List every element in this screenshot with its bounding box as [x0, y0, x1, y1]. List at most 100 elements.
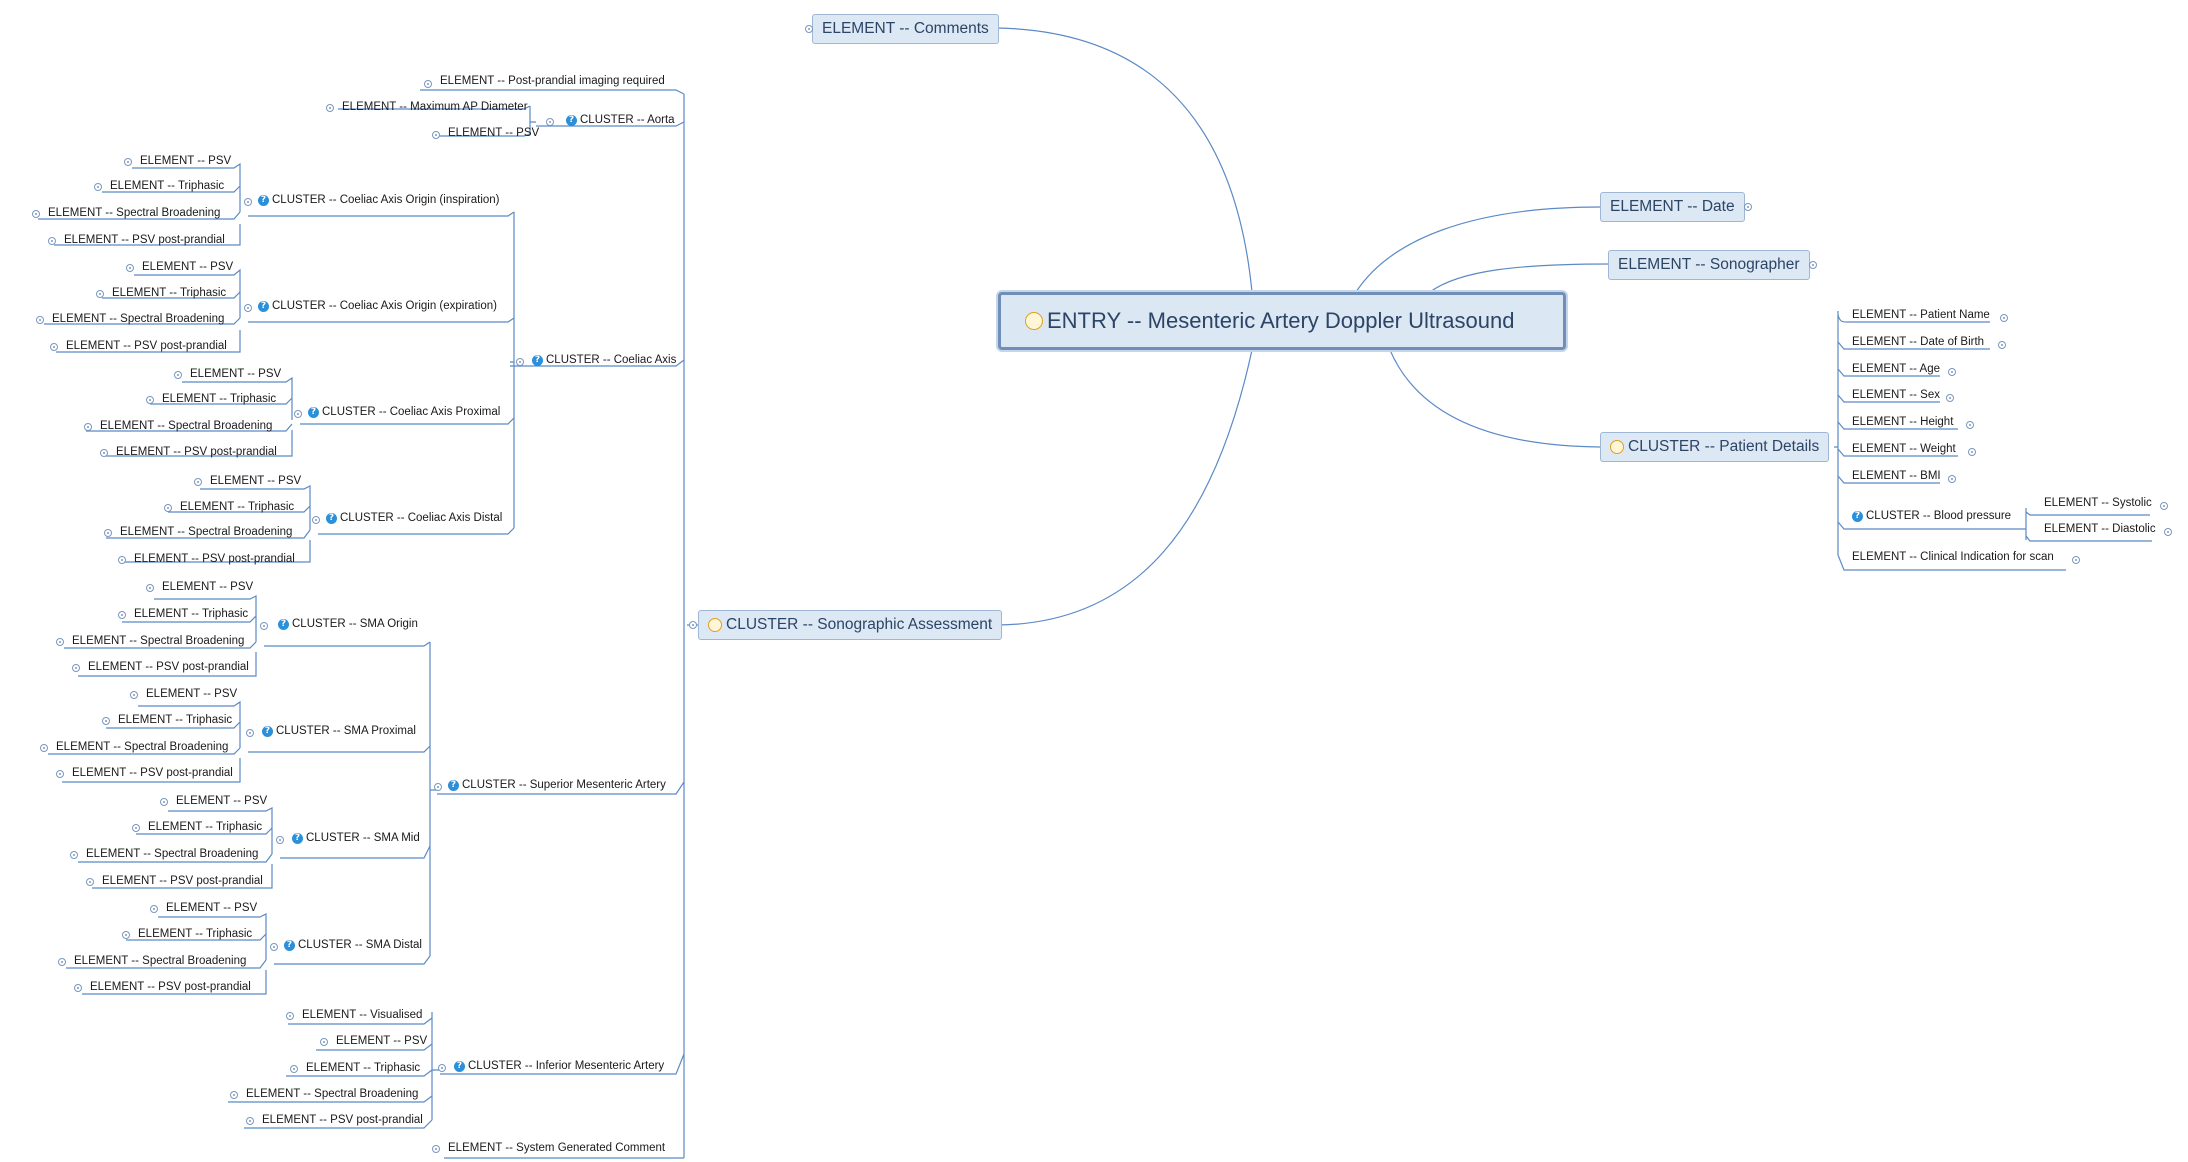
- element-psv-post-prandial[interactable]: ELEMENT -- PSV post-prandial: [64, 234, 225, 246]
- expand-toggle-icon[interactable]: [74, 984, 82, 992]
- expand-toggle-icon[interactable]: [546, 118, 554, 126]
- element-spectral-broadening[interactable]: ELEMENT -- Spectral Broadening: [72, 635, 245, 647]
- element-diastolic[interactable]: ELEMENT -- Diastolic: [2044, 523, 2156, 535]
- expand-toggle-icon[interactable]: [118, 611, 126, 619]
- element-bmi[interactable]: ELEMENT -- BMI: [1852, 470, 1941, 482]
- expand-toggle-icon[interactable]: [40, 744, 48, 752]
- expand-toggle-icon[interactable]: [1809, 261, 1817, 269]
- expand-toggle-icon[interactable]: [320, 1038, 328, 1046]
- expand-toggle-icon[interactable]: [70, 851, 78, 859]
- element-psv-post-prandial[interactable]: ELEMENT -- PSV post-prandial: [134, 553, 295, 565]
- expand-toggle-icon[interactable]: [260, 622, 268, 630]
- cluster-patient-details-node[interactable]: CLUSTER -- Patient Details: [1600, 432, 1830, 462]
- expand-toggle-icon[interactable]: [244, 198, 252, 206]
- expand-toggle-icon[interactable]: [146, 396, 154, 404]
- element-height[interactable]: ELEMENT -- Height: [1852, 416, 1954, 428]
- expand-toggle-icon[interactable]: [1998, 341, 2006, 349]
- element-psv[interactable]: ELEMENT -- PSV: [140, 155, 232, 167]
- element-triphasic[interactable]: ELEMENT -- Triphasic: [148, 821, 263, 833]
- element-visualised[interactable]: ELEMENT -- Visualised: [302, 1009, 423, 1021]
- expand-toggle-icon[interactable]: [56, 638, 64, 646]
- expand-toggle-icon[interactable]: [122, 931, 130, 939]
- expand-toggle-icon[interactable]: [1948, 475, 1956, 483]
- expand-toggle-icon[interactable]: [805, 25, 813, 33]
- element-psv-post-prandial[interactable]: ELEMENT -- PSV post-prandial: [116, 446, 277, 458]
- element-maximum-ap-diameter[interactable]: ELEMENT -- Maximum AP Diameter: [342, 101, 528, 113]
- element-psv-post-prandial[interactable]: ELEMENT -- PSV post-prandial: [90, 981, 251, 993]
- expand-toggle-icon[interactable]: [434, 783, 442, 791]
- element-spectral-broadening[interactable]: ELEMENT -- Spectral Broadening: [120, 526, 293, 538]
- cluster-inferior-mesenteric-artery[interactable]: ? CLUSTER -- Inferior Mesenteric Artery: [454, 1060, 664, 1073]
- element-spectral-broadening[interactable]: ELEMENT -- Spectral Broadening: [86, 848, 259, 860]
- cluster-coeliac-distal[interactable]: ? CLUSTER -- Coeliac Axis Distal: [326, 512, 502, 525]
- expand-toggle-icon[interactable]: [246, 729, 254, 737]
- expand-toggle-icon[interactable]: [290, 1065, 298, 1073]
- element-psv[interactable]: ELEMENT -- PSV: [210, 475, 302, 487]
- cluster-blood-pressure[interactable]: ? CLUSTER -- Blood pressure: [1852, 510, 2011, 523]
- expand-toggle-icon[interactable]: [1966, 421, 1974, 429]
- expand-toggle-icon[interactable]: [50, 343, 58, 351]
- element-psv-post-prandial[interactable]: ELEMENT -- PSV post-prandial: [102, 875, 263, 887]
- element-triphasic[interactable]: ELEMENT -- Triphasic: [138, 928, 253, 940]
- expand-toggle-icon[interactable]: [36, 316, 44, 324]
- expand-toggle-icon[interactable]: [102, 717, 110, 725]
- expand-toggle-icon[interactable]: [160, 798, 168, 806]
- cluster-sma-distal[interactable]: ? CLUSTER -- SMA Distal: [284, 939, 422, 952]
- expand-toggle-icon[interactable]: [124, 158, 132, 166]
- expand-toggle-icon[interactable]: [230, 1091, 238, 1099]
- expand-toggle-icon[interactable]: [270, 943, 278, 951]
- element-spectral-broadening[interactable]: ELEMENT -- Spectral Broadening: [74, 955, 247, 967]
- expand-toggle-icon[interactable]: [96, 290, 104, 298]
- element-sonographer-node[interactable]: ELEMENT -- Sonographer: [1608, 250, 1810, 280]
- element-comments-node[interactable]: ELEMENT -- Comments: [812, 14, 999, 44]
- element-triphasic[interactable]: ELEMENT -- Triphasic: [306, 1062, 421, 1074]
- expand-toggle-icon[interactable]: [2164, 528, 2172, 536]
- element-triphasic[interactable]: ELEMENT -- Triphasic: [118, 714, 233, 726]
- expand-toggle-icon[interactable]: [432, 1145, 440, 1153]
- cluster-sma-proximal[interactable]: ? CLUSTER -- SMA Proximal: [262, 725, 416, 738]
- expand-toggle-icon[interactable]: [32, 210, 40, 218]
- expand-toggle-icon[interactable]: [432, 131, 440, 139]
- cluster-coeliac-axis[interactable]: ? CLUSTER -- Coeliac Axis: [532, 354, 676, 367]
- expand-toggle-icon[interactable]: [100, 449, 108, 457]
- expand-toggle-icon[interactable]: [294, 410, 302, 418]
- element-age[interactable]: ELEMENT -- Age: [1852, 363, 1940, 375]
- element-psv[interactable]: ELEMENT -- PSV: [176, 795, 268, 807]
- expand-toggle-icon[interactable]: [516, 358, 524, 366]
- expand-toggle-icon[interactable]: [244, 304, 252, 312]
- element-psv[interactable]: ELEMENT -- PSV: [336, 1035, 428, 1047]
- cluster-sonographic-assessment-node[interactable]: CLUSTER -- Sonographic Assessment: [698, 610, 1003, 640]
- element-spectral-broadening[interactable]: ELEMENT -- Spectral Broadening: [100, 420, 273, 432]
- element-psv[interactable]: ELEMENT -- PSV: [146, 688, 238, 700]
- expand-toggle-icon[interactable]: [104, 529, 112, 537]
- cluster-aorta[interactable]: ? CLUSTER -- Aorta: [566, 114, 675, 127]
- element-patient-name[interactable]: ELEMENT -- Patient Name: [1852, 309, 1990, 321]
- expand-toggle-icon[interactable]: [174, 371, 182, 379]
- element-psv-post-prandial[interactable]: ELEMENT -- PSV post-prandial: [66, 340, 227, 352]
- expand-toggle-icon[interactable]: [164, 504, 172, 512]
- cluster-sma-origin[interactable]: ? CLUSTER -- SMA Origin: [278, 618, 418, 631]
- element-weight[interactable]: ELEMENT -- Weight: [1852, 443, 1956, 455]
- element-psv[interactable]: ELEMENT -- PSV: [448, 127, 540, 139]
- cluster-superior-mesenteric-artery[interactable]: ? CLUSTER -- Superior Mesenteric Artery: [448, 779, 666, 792]
- element-date-node[interactable]: ELEMENT -- Date: [1600, 192, 1745, 222]
- expand-toggle-icon[interactable]: [2160, 502, 2168, 510]
- element-triphasic[interactable]: ELEMENT -- Triphasic: [134, 608, 249, 620]
- element-triphasic[interactable]: ELEMENT -- Triphasic: [110, 180, 225, 192]
- expand-toggle-icon[interactable]: [84, 423, 92, 431]
- element-triphasic[interactable]: ELEMENT -- Triphasic: [180, 501, 295, 513]
- expand-toggle-icon[interactable]: [150, 905, 158, 913]
- expand-toggle-icon[interactable]: [2000, 314, 2008, 322]
- expand-toggle-icon[interactable]: [194, 478, 202, 486]
- expand-toggle-icon[interactable]: [130, 691, 138, 699]
- element-psv-post-prandial[interactable]: ELEMENT -- PSV post-prandial: [262, 1114, 423, 1126]
- expand-toggle-icon[interactable]: [2072, 556, 2080, 564]
- expand-toggle-icon[interactable]: [126, 264, 134, 272]
- element-psv[interactable]: ELEMENT -- PSV: [162, 581, 254, 593]
- cluster-coeliac-origin-expiration[interactable]: ? CLUSTER -- Coeliac Axis Origin (expira…: [258, 300, 497, 313]
- cluster-coeliac-proximal[interactable]: ? CLUSTER -- Coeliac Axis Proximal: [308, 406, 500, 419]
- expand-toggle-icon[interactable]: [276, 836, 284, 844]
- element-psv-post-prandial[interactable]: ELEMENT -- PSV post-prandial: [72, 767, 233, 779]
- element-psv[interactable]: ELEMENT -- PSV: [190, 368, 282, 380]
- expand-toggle-icon[interactable]: [1968, 448, 1976, 456]
